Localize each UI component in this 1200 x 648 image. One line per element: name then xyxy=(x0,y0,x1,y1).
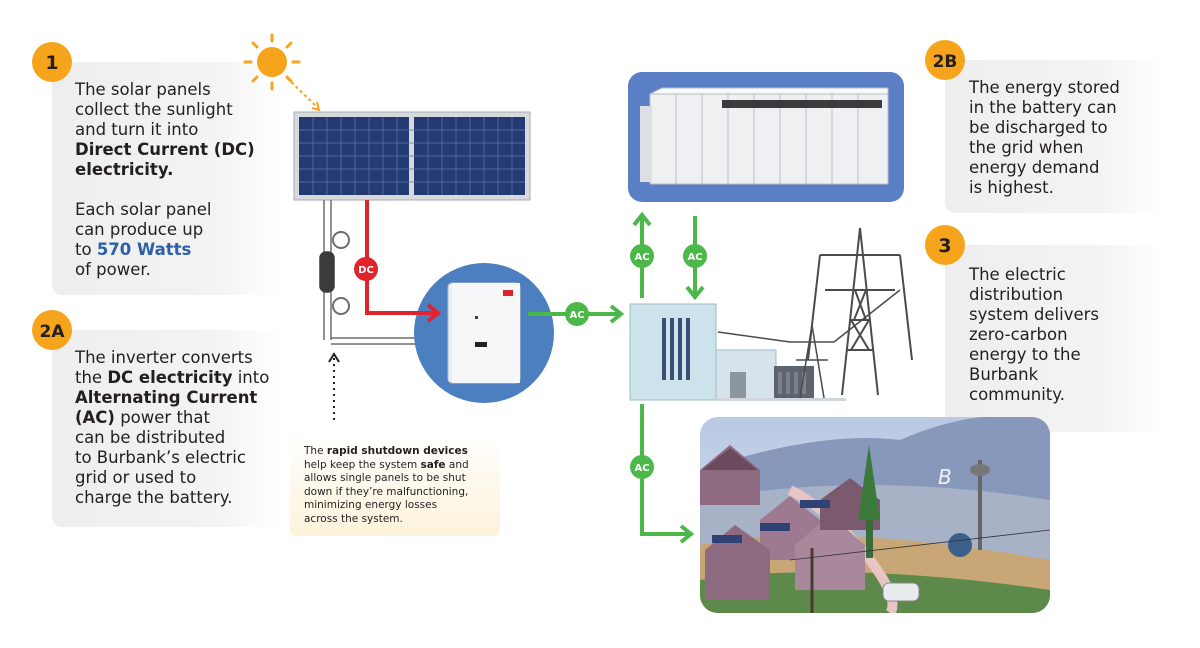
step-2a-text: The inverter converts the DC electricity… xyxy=(75,348,285,508)
step-1-bold: Direct Current (DC) xyxy=(75,140,255,159)
transmission-tower-small xyxy=(717,289,901,399)
hillside-letter: B xyxy=(938,465,952,489)
houses xyxy=(700,445,880,600)
note-text: allows single panels to be shut xyxy=(304,472,466,484)
battery-storage xyxy=(628,72,904,202)
step-2b-badge-label: 2B xyxy=(933,52,958,72)
solar-panel xyxy=(293,111,531,201)
step-2a-line: The inverter converts xyxy=(75,348,253,367)
step-2b-card xyxy=(945,60,1165,213)
dc-line: DC xyxy=(354,200,442,323)
step-2a-line: the xyxy=(75,368,108,387)
ac-label: AC xyxy=(687,252,702,263)
note-pointer-head xyxy=(328,352,340,363)
note-text: across the system. xyxy=(304,512,403,525)
step-1-line: Each solar panel xyxy=(75,200,212,219)
step-2b-line: be discharged to xyxy=(969,118,1108,137)
step-2a-badge-label: 2A xyxy=(40,322,66,342)
step-2a-bold: Alternating Current xyxy=(75,388,258,407)
sunlight-arrow xyxy=(286,77,319,109)
step-1-line: and turn it into xyxy=(75,120,199,139)
step-1-badge-label: 1 xyxy=(45,52,58,74)
step-2a-line: into xyxy=(232,368,270,387)
step-3-line: The electric xyxy=(969,265,1066,284)
step-3-card xyxy=(945,245,1165,432)
burbank-community: B xyxy=(700,417,1050,613)
note-bold-safe: safe xyxy=(420,458,446,471)
step-3-line: zero-carbon xyxy=(969,325,1068,344)
ac-label: AC xyxy=(569,310,584,321)
note-bold-rapid-shutdown: rapid shutdown devices xyxy=(326,445,468,457)
step-3-text: The electric distribution system deliver… xyxy=(969,265,1159,405)
step-2a-line: grid or used to xyxy=(75,468,197,487)
step-1-line: to xyxy=(75,240,97,259)
step-2b-line: the grid when xyxy=(969,138,1084,157)
step-3-badge xyxy=(925,225,965,265)
step-2b-line: The energy stored xyxy=(969,78,1120,97)
step-1-bold: electricity. xyxy=(75,160,174,179)
step-3-line: Burbank xyxy=(969,365,1039,384)
step-3-line: community. xyxy=(969,385,1065,404)
ac-line-inverter: AC xyxy=(528,302,625,326)
inverter xyxy=(414,263,554,403)
panel-wattage: 570 Watts xyxy=(96,240,192,259)
sun-icon xyxy=(243,33,301,91)
step-2a-line: can be distributed xyxy=(75,428,226,447)
step-2a-bold: DC electricity xyxy=(107,368,233,387)
note-text: and xyxy=(445,458,469,471)
step-2a-bold: (AC) xyxy=(75,408,115,427)
step-2a-line: power that xyxy=(114,408,210,427)
note-text: down if they’re malfunctioning, xyxy=(304,485,469,498)
ac-arrow-down: AC xyxy=(683,216,707,301)
dc-label: DC xyxy=(358,265,374,276)
note-text: minimizing energy losses xyxy=(304,499,438,511)
note-text: The xyxy=(304,445,327,457)
ac-label: AC xyxy=(634,252,649,263)
step-1-line: can produce up xyxy=(75,220,204,239)
step-1-card xyxy=(52,62,282,295)
step-1-badge xyxy=(32,42,72,82)
step-2b-badge xyxy=(925,40,965,80)
step-2a-line: to Burbank’s electric xyxy=(75,448,246,467)
transmission-tower xyxy=(807,227,913,396)
step-3-line: energy to the xyxy=(969,345,1081,364)
substation xyxy=(629,303,846,401)
step-3-line: distribution xyxy=(969,285,1064,304)
step-3-line: system delivers xyxy=(969,305,1099,324)
step-2a-line: charge the battery. xyxy=(75,488,233,507)
sunlight-arrowhead xyxy=(311,101,321,112)
step-2b-line: in the battery can xyxy=(969,98,1117,117)
step-2b-line: is highest. xyxy=(969,178,1054,197)
ac-label: AC xyxy=(634,463,649,474)
rapid-shutdown-note: The rapid shutdown devices help keep the… xyxy=(290,432,500,536)
step-1-line: of power. xyxy=(75,260,151,279)
step-2b-text: The energy stored in the battery can be … xyxy=(969,78,1159,198)
note-text: help keep the system xyxy=(304,458,421,471)
step-1-line: The solar panels xyxy=(75,80,211,99)
ac-line-community: AC xyxy=(630,404,695,544)
step-2a-badge xyxy=(32,310,72,350)
step-2a-card xyxy=(52,330,282,527)
step-3-badge-label: 3 xyxy=(938,235,951,257)
ac-arrow-up: AC xyxy=(630,211,654,298)
step-2b-line: energy demand xyxy=(969,158,1100,177)
step-1-line: collect the sunlight xyxy=(75,100,233,119)
step-1-text: The solar panels collect the sunlight an… xyxy=(75,80,280,280)
rapid-shutdown-device xyxy=(319,200,440,345)
